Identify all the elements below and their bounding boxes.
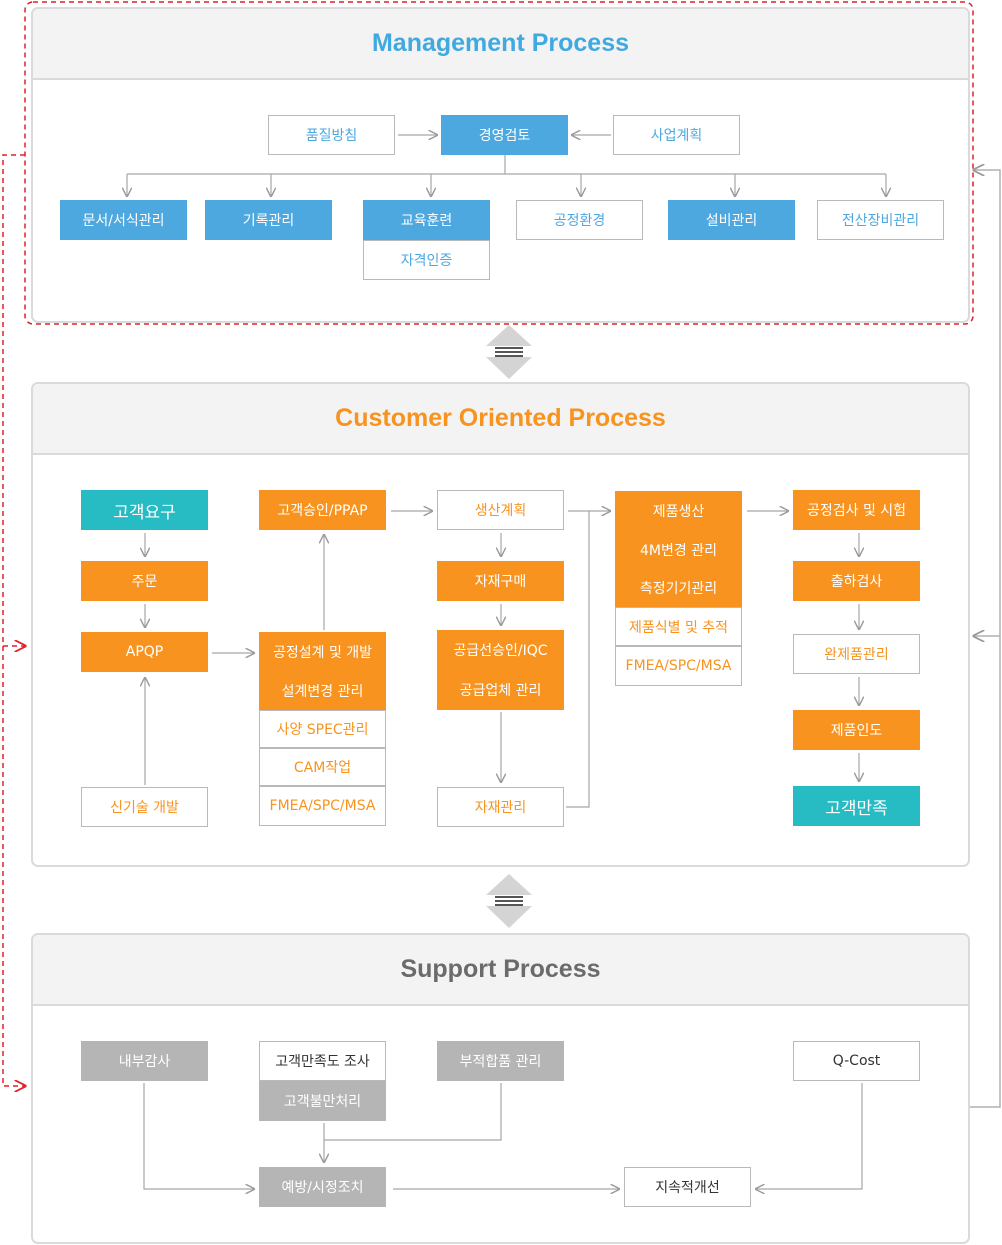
double-arrow-icon [486,874,532,928]
satisfaction-survey-box: 고객만족도 조사 [259,1041,386,1081]
production-plan-box: 생산계획 [437,490,564,530]
delivery-box: 제품인도 [793,710,920,750]
ppap-box: 고객승인/PPAP [259,490,386,530]
qualification-box: 자격인증 [363,240,490,280]
continuous-improvement-box: 지속적개선 [624,1167,751,1207]
management-panel: Management Process [31,7,970,323]
customer-title: Customer Oriented Process [33,384,968,455]
apqp-box: APQP [81,632,208,672]
business-plan-box: 사업계획 [613,115,740,155]
inspection-test-box: 공정검사 및 시험 [793,490,920,530]
measuring-box: 측정기기관리 [615,569,742,607]
spec-box: 사양 SPEC관리 [259,710,386,748]
double-arrow-icon [486,325,532,379]
complaint-handling-box: 고객불만처리 [259,1081,386,1121]
training-box: 교육훈련 [363,200,490,240]
q-cost-box: Q-Cost [793,1041,920,1081]
internal-audit-box: 내부감사 [81,1041,208,1081]
corrective-action-box: 예방/시정조치 [259,1167,386,1207]
new-tech-box: 신기술 개발 [81,787,208,827]
process-environment-box: 공정환경 [516,200,643,240]
fmea-box-1: FMEA/SPC/MSA [259,786,386,826]
it-equipment-box: 전산장비관리 [817,200,944,240]
customer-satisfaction-box: 고객만족 [793,786,920,826]
quality-policy-box: 품질방침 [268,115,395,155]
supplier-management-box: 공급업체 관리 [437,670,564,710]
customer-request-box: 고객요구 [81,490,208,530]
document-management-box: 문서/서식관리 [60,200,187,240]
order-box: 주문 [81,561,208,601]
shipping-inspection-box: 출하검사 [793,561,920,601]
purchase-box: 자재구매 [437,561,564,601]
cam-box: CAM작업 [259,748,386,786]
support-title: Support Process [33,935,968,1006]
management-title: Management Process [33,9,968,80]
record-management-box: 기록관리 [205,200,332,240]
management-review-box: 경영검토 [441,115,568,155]
material-management-box: 자재관리 [437,787,564,827]
supplier-approval-box: 공급선승인/IQC [437,630,564,670]
production-box: 제품생산 [615,491,742,531]
nonconforming-box: 부적합품 관리 [437,1041,564,1081]
equipment-management-box: 설비관리 [668,200,795,240]
design-dev-box: 공정설계 및 개발 [259,632,386,672]
4m-change-box: 4M변경 관리 [615,531,742,569]
fmea-box-2: FMEA/SPC/MSA [615,646,742,686]
finished-goods-box: 완제품관리 [793,634,920,674]
design-change-box: 설계변경 관리 [259,672,386,710]
identification-box: 제품식별 및 추적 [615,607,742,646]
